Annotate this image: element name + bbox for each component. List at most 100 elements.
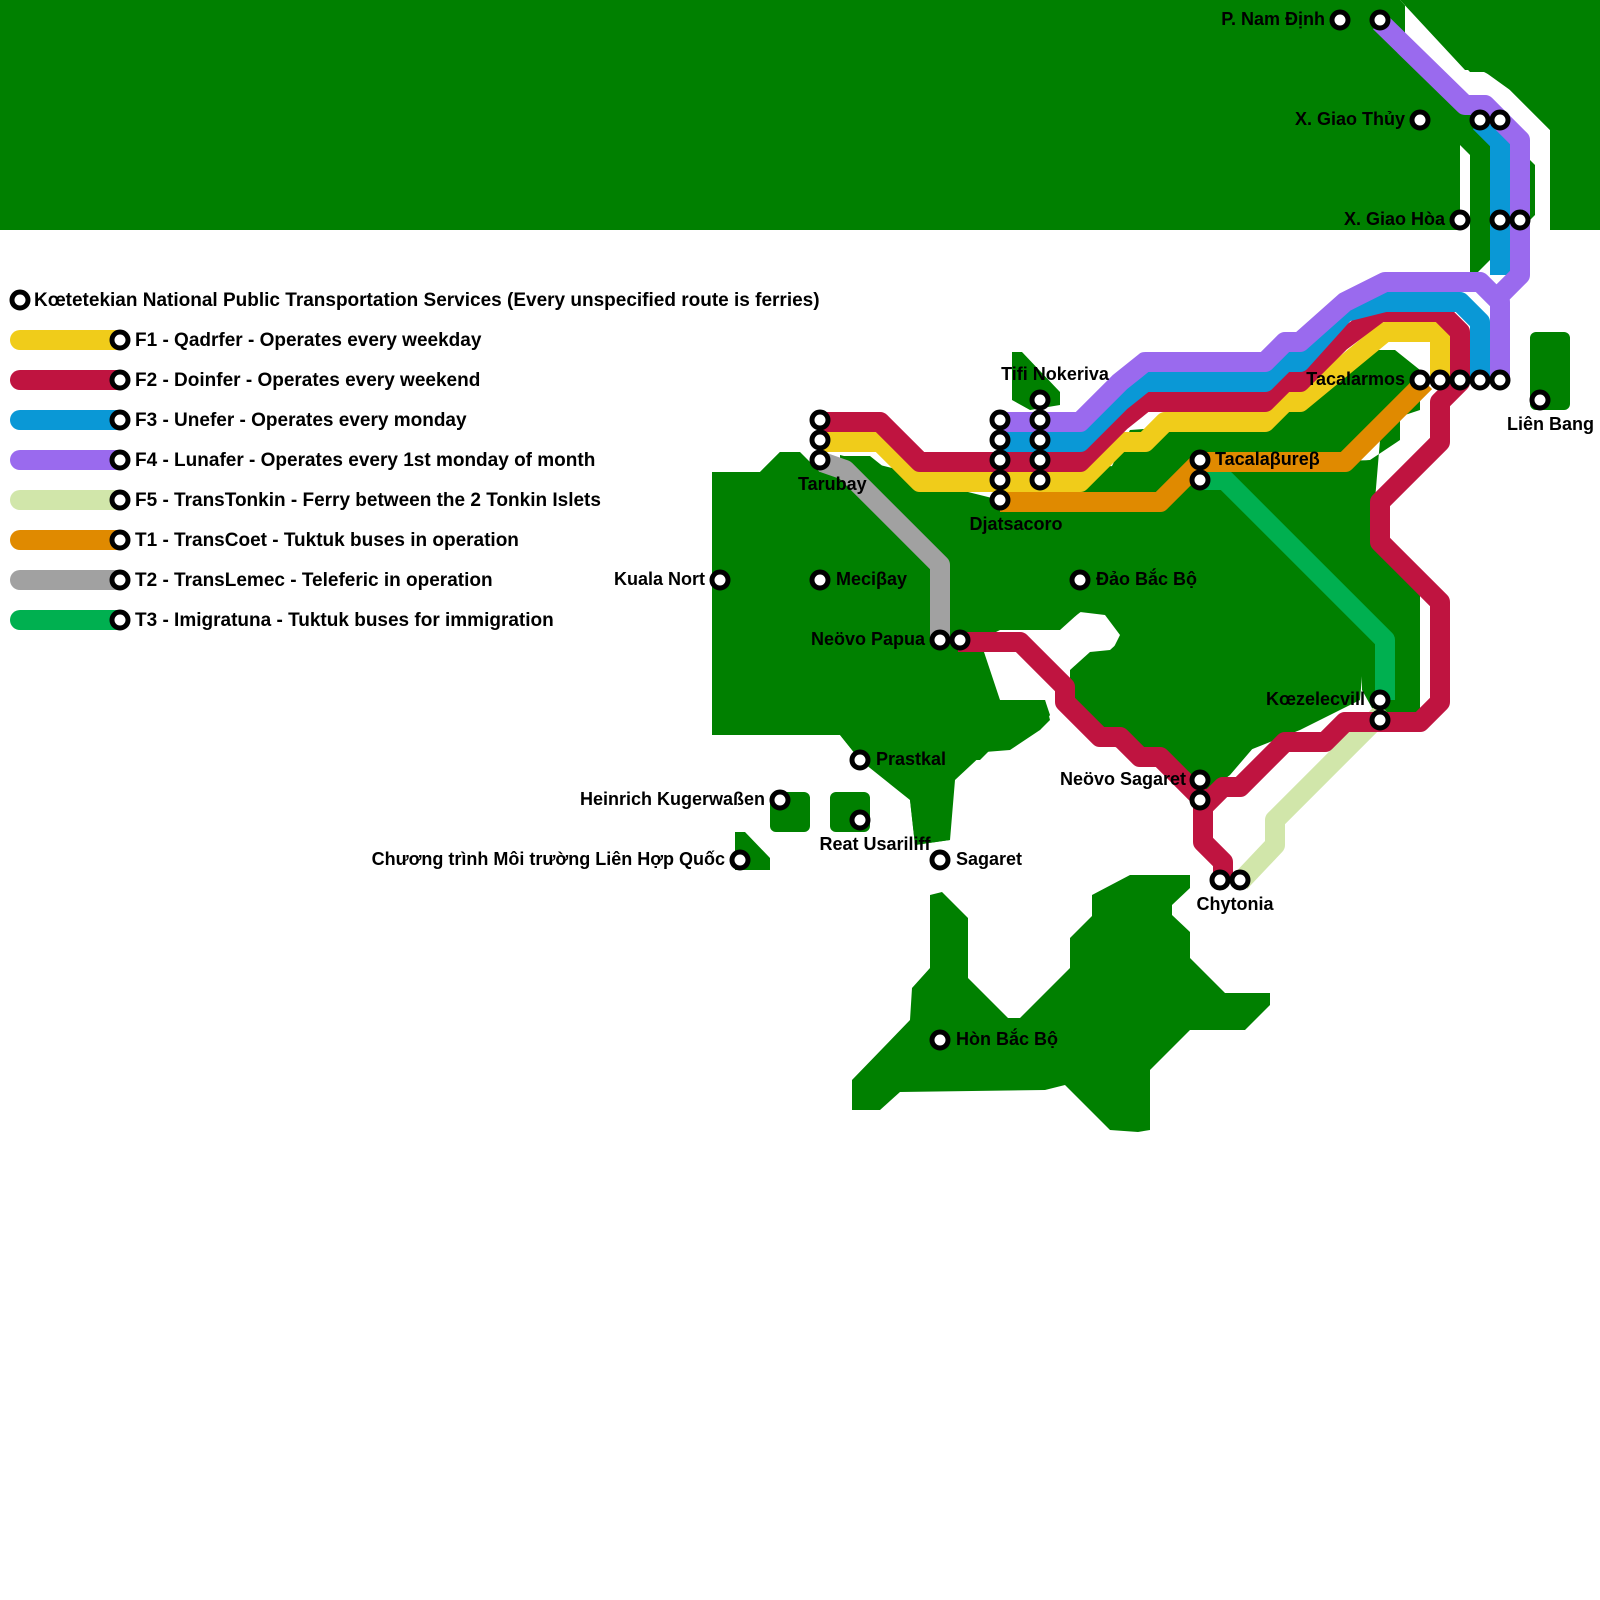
legend-item-F4[interactable]: F4 - Lunafer - Operates every 1st monday… xyxy=(10,449,595,471)
stop-tacalarmos-4[interactable] xyxy=(1469,369,1491,391)
stop-tacalarmos-2[interactable] xyxy=(1429,369,1451,391)
legend-item-F3[interactable]: F3 - Unefer - Operates every monday xyxy=(10,409,467,431)
label-heinrich: Heinrich Kugerwaßen xyxy=(580,789,765,809)
route-F3[interactable] xyxy=(1000,292,1490,452)
label-tarubay: Tarubay xyxy=(798,474,867,494)
legend-item-F1[interactable]: F1 - Qadrfer - Operates every weekday xyxy=(10,329,482,351)
stop-tifi-nokeriva-3[interactable] xyxy=(1029,429,1051,451)
legend-stop-icon xyxy=(109,529,131,551)
stop-kuala-nort[interactable] xyxy=(709,569,731,591)
legend-stop-icon xyxy=(109,489,131,511)
label-lien-bang: Liên Bang xyxy=(1507,414,1594,434)
stop-tifi-nokeriva-4[interactable] xyxy=(1029,449,1051,471)
stop-tarubay-3[interactable] xyxy=(809,449,831,471)
label-mecibay: Meciβay xyxy=(836,569,907,589)
stop-hon-bac-bo[interactable] xyxy=(929,1029,951,1051)
stop-p-nam-dinh[interactable] xyxy=(1329,9,1351,31)
legend: Kœtetekian National Public Transportatio… xyxy=(9,289,820,631)
stop-chytonia-2[interactable] xyxy=(1229,869,1251,891)
legend-item-T3[interactable]: T3 - Imigratuna - Tuktuk buses for immig… xyxy=(10,609,554,631)
land-masses xyxy=(0,0,1600,1132)
stop-neovo-papua-2[interactable] xyxy=(949,629,971,651)
stop-x-giao-thuy-2[interactable] xyxy=(1469,109,1491,131)
label-tifi-nokeriva: Tifi Nokeriva xyxy=(1001,364,1110,384)
label-p-nam-dinh: P. Nam Định xyxy=(1221,9,1325,29)
route-T3[interactable] xyxy=(1203,470,1395,700)
stop-djatsacoro-1[interactable] xyxy=(989,409,1011,431)
stop-neovo-sagaret-1[interactable] xyxy=(1189,769,1211,791)
legend-label-T1: T1 - TransCoet - Tuktuk buses in operati… xyxy=(135,530,519,551)
stop-chytonia-1[interactable] xyxy=(1209,869,1231,891)
stop-dao-bac-bo[interactable] xyxy=(1069,569,1091,591)
stop-chuong-trinh[interactable] xyxy=(729,849,751,871)
route-F2[interactable] xyxy=(822,302,1470,882)
stop-tifi-nokeriva-5[interactable] xyxy=(1029,469,1051,491)
route-F4[interactable] xyxy=(1000,272,1510,432)
label-djatsacoro: Djatsacoro xyxy=(969,514,1062,534)
stop-djatsacoro-4[interactable] xyxy=(989,469,1011,491)
stop-tacalarmos-5[interactable] xyxy=(1489,369,1511,391)
stop-x-giao-hoa-3[interactable] xyxy=(1509,209,1531,231)
legend-label-T2: T2 - TransLemec - Teleferic in operation xyxy=(135,570,493,591)
stop-neovo-sagaret-2[interactable] xyxy=(1189,789,1211,811)
legend-label-F5: F5 - TransTonkin - Ferry between the 2 T… xyxy=(135,490,601,511)
route-F5[interactable] xyxy=(1232,702,1393,889)
stop-tifi-nokeriva-2[interactable] xyxy=(1029,409,1051,431)
route-F3-north[interactable] xyxy=(1472,114,1510,275)
route-T2[interactable] xyxy=(818,452,950,640)
stop-tacalabureb-1[interactable] xyxy=(1189,449,1211,471)
legend-label-F4: F4 - Lunafer - Operates every 1st monday… xyxy=(135,450,595,471)
stop-tacalarmos-3[interactable] xyxy=(1449,369,1471,391)
stop-neovo-papua-1[interactable] xyxy=(929,629,951,651)
legend-stop-icon xyxy=(109,369,131,391)
stop-tifi-nokeriva-1[interactable] xyxy=(1029,389,1051,411)
legend-stop-icon xyxy=(109,609,131,631)
stop-tarubay-1[interactable] xyxy=(809,409,831,431)
stop-prastkal[interactable] xyxy=(849,749,871,771)
stop-koezelecvill-2[interactable] xyxy=(1369,709,1391,731)
route-F2-south[interactable] xyxy=(958,632,1211,808)
stop-x-giao-thuy-3[interactable] xyxy=(1489,109,1511,131)
legend-item-T1[interactable]: T1 - TransCoet - Tuktuk buses in operati… xyxy=(10,529,519,551)
label-x-giao-hoa: X. Giao Hòa xyxy=(1344,209,1446,229)
legend-title: Kœtetekian National Public Transportatio… xyxy=(34,290,820,311)
stop-lien-bang[interactable] xyxy=(1529,389,1551,411)
legend-item-T2[interactable]: T2 - TransLemec - Teleferic in operation xyxy=(10,569,493,591)
northern-coast-strip xyxy=(1400,0,1600,230)
legend-stop-icon xyxy=(109,449,131,471)
stop-x-giao-thuy[interactable] xyxy=(1409,109,1431,131)
label-prastkal: Prastkal xyxy=(876,749,946,769)
stop-tacalarmos[interactable] xyxy=(1409,369,1431,391)
legend-stop-icon xyxy=(109,329,131,351)
label-tacalarmos: Tacalarmos xyxy=(1306,369,1405,389)
stop-djatsacoro-5[interactable] xyxy=(989,489,1011,511)
northern-landmass xyxy=(0,0,1600,280)
legend-item-F5[interactable]: F5 - TransTonkin - Ferry between the 2 T… xyxy=(10,489,601,511)
legend-label-F2: F2 - Doinfer - Operates every weekend xyxy=(135,370,480,391)
stop-p-nam-dinh-2[interactable] xyxy=(1369,9,1391,31)
stop-reat-usariliff[interactable] xyxy=(849,809,871,831)
legend-label-F1: F1 - Qadrfer - Operates every weekday xyxy=(135,330,482,351)
legend-title-stop-icon xyxy=(9,289,31,311)
label-dao-bac-bo: Đảo Bắc Bộ xyxy=(1096,568,1197,589)
label-hon-bac-bo: Hòn Bắc Bộ xyxy=(956,1028,1058,1049)
legend-item-F2[interactable]: F2 - Doinfer - Operates every weekend xyxy=(10,369,480,391)
label-koezelecvill: Kœzelecvill xyxy=(1266,689,1365,709)
stop-mecibay[interactable] xyxy=(809,569,831,591)
stop-djatsacoro-3[interactable] xyxy=(989,449,1011,471)
stop-x-giao-hoa[interactable] xyxy=(1449,209,1471,231)
stop-tarubay-2[interactable] xyxy=(809,429,831,451)
stop-heinrich[interactable] xyxy=(769,789,791,811)
legend-label-T3: T3 - Imigratuna - Tuktuk buses for immig… xyxy=(135,610,554,631)
station-labels: P. Nam Định X. Giao Thủy X. Giao Hòa Tac… xyxy=(372,9,1594,1049)
route-F1[interactable] xyxy=(822,322,1450,492)
stop-koezelecvill-1[interactable] xyxy=(1369,689,1391,711)
stop-sagaret[interactable] xyxy=(929,849,951,871)
label-reat-usariliff: Reat Usariliff xyxy=(819,834,931,854)
stop-x-giao-hoa-2[interactable] xyxy=(1489,209,1511,231)
label-neovo-papua: Neövo Papua xyxy=(811,629,926,649)
southern-tonkin-island xyxy=(852,875,1270,1132)
stop-djatsacoro-2[interactable] xyxy=(989,429,1011,451)
stop-tacalabureb-2[interactable] xyxy=(1189,469,1211,491)
